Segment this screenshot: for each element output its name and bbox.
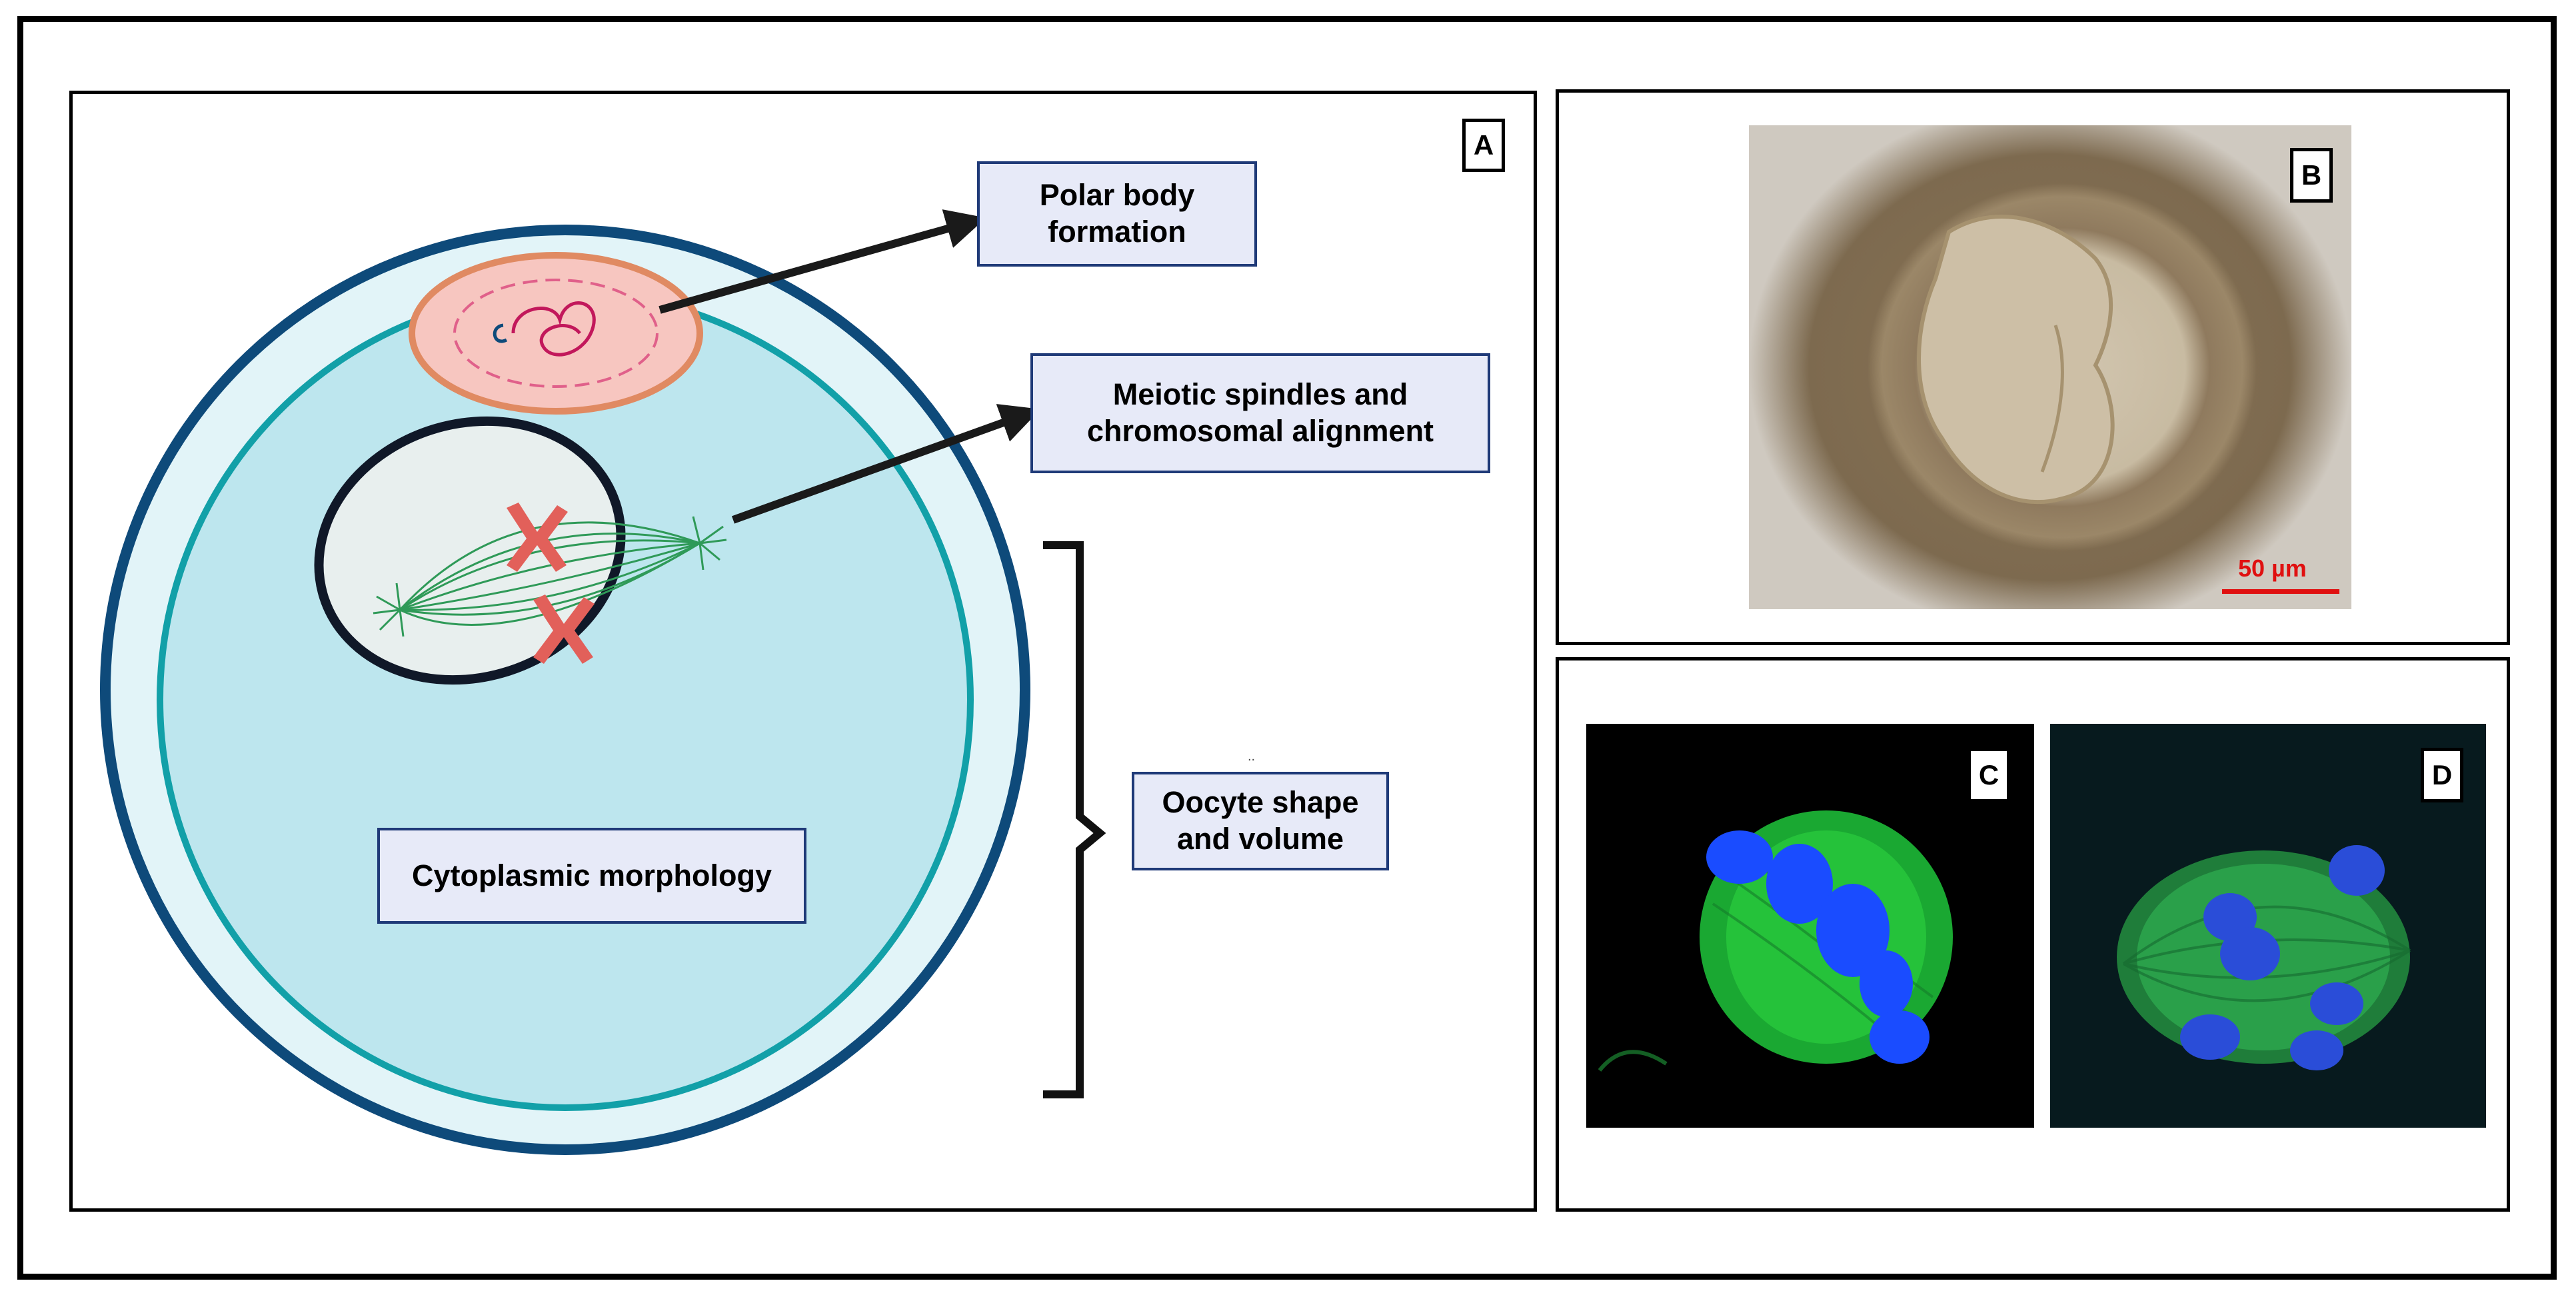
polar-body-arrow <box>658 209 986 314</box>
brightfield-oocyte-image <box>1749 125 2351 609</box>
fluorescence-image-d <box>2050 724 2486 1128</box>
spindle-d-illustration <box>2117 845 2411 1070</box>
spindle-arrow <box>731 404 1041 524</box>
shape-label: Oocyte shape and volume <box>1132 772 1389 870</box>
scale-bar-label: 50 µm <box>2238 555 2307 582</box>
panel-c-letter: C <box>1967 748 2010 802</box>
oocyte-blastomeres <box>1917 215 2115 505</box>
spindle-c-illustration <box>1598 810 1953 1072</box>
polar-body <box>409 252 703 415</box>
cytoplasm-label: Cytoplasmic morphology <box>377 828 806 924</box>
meiotic-spindle <box>314 416 727 685</box>
panel-b-letter: B <box>2290 148 2333 203</box>
fluorescence-image-c <box>1586 724 2034 1128</box>
spindle-label: Meiotic spindles and chromosomal alignme… <box>1030 353 1490 473</box>
scale-bar <box>2222 589 2339 594</box>
figure-frame <box>17 16 2557 1280</box>
stray-mark: .. <box>1248 749 1256 764</box>
panel-d-letter: D <box>2421 748 2463 802</box>
panel-a-letter: A <box>1462 119 1505 172</box>
polar-body-label: Polar body formation <box>977 161 1257 267</box>
shape-bracket <box>1043 541 1106 1098</box>
